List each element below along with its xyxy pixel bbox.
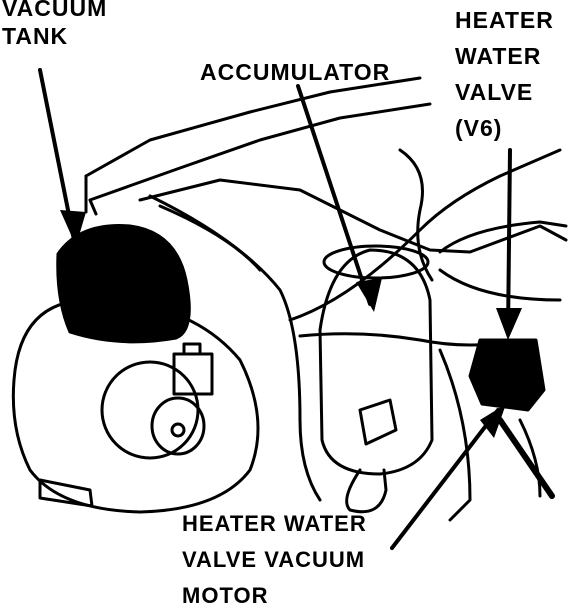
- blower-motor-shaft: [170, 422, 186, 438]
- heater-water-valve-label-line-1: HEATER: [455, 7, 554, 33]
- vacuum-motor-label-line-1: HEATER WATER: [182, 511, 367, 536]
- heater-valve-arrowhead: [496, 308, 522, 340]
- vacuum-motor-leader: [390, 408, 500, 550]
- valve-cover-lower: [438, 268, 562, 302]
- vacuum-hose-3: [288, 148, 562, 322]
- blower-motor-cap: [150, 396, 206, 456]
- accumulator-leader: [296, 84, 372, 306]
- vacuum-tank-body: [56, 224, 191, 344]
- vacuum-tank-label: VACUUM TANK: [2, 0, 107, 50]
- engine-outline: [138, 178, 568, 254]
- vacuum-tank-arrowhead: [60, 210, 86, 246]
- vacuum-tank-label-line-2: TANK: [2, 23, 69, 49]
- vacuum-hose-2: [158, 204, 262, 272]
- heater-valve-leader: [506, 148, 512, 336]
- heater-water-valve-body: [468, 338, 546, 412]
- accumulator-body: [318, 248, 434, 476]
- cowl-panel-lower-edge: [88, 102, 432, 202]
- vacuum-motor-arrowhead: [480, 404, 506, 438]
- blower-motor-hub: [100, 360, 200, 460]
- cowl-panel-outline: [84, 76, 422, 178]
- blower-resistor: [172, 342, 214, 396]
- accumulator-arrowhead: [356, 278, 382, 312]
- vacuum-hose-5: [398, 148, 434, 282]
- heater-water-valve-label-line-2: WATER: [455, 43, 542, 69]
- heater-water-valve-label: HEATER WATER VALVE (V6): [455, 2, 554, 146]
- accumulator-outlet-pipe: [345, 468, 388, 514]
- accumulator-top: [322, 244, 430, 280]
- vacuum-hose-6: [518, 418, 542, 498]
- accumulator-fitting: [358, 398, 398, 446]
- vacuum-tank-label-line-1: VACUUM: [2, 0, 108, 21]
- accumulator-label-text: ACCUMULATOR: [200, 59, 391, 85]
- accumulator-label: ACCUMULATOR: [200, 58, 390, 86]
- heater-water-valve-label-line-4: (V6): [455, 115, 503, 141]
- blower-inlet-pipe: [38, 478, 94, 508]
- vacuum-motor-label-line-3: MOTOR: [182, 583, 269, 608]
- valve-cover: [438, 220, 568, 254]
- heater-hose: [438, 348, 472, 522]
- heater-water-valve-pipe: [497, 417, 555, 499]
- vacuum-motor-label-line-2: VALVE VACUUM: [182, 547, 366, 572]
- heater-water-valve-label-line-3: VALVE: [455, 79, 534, 105]
- cowl-bracket: [84, 174, 98, 216]
- heater-water-valve-vacuum-motor-label: HEATER WATER VALVE VACUUM MOTOR: [182, 506, 367, 614]
